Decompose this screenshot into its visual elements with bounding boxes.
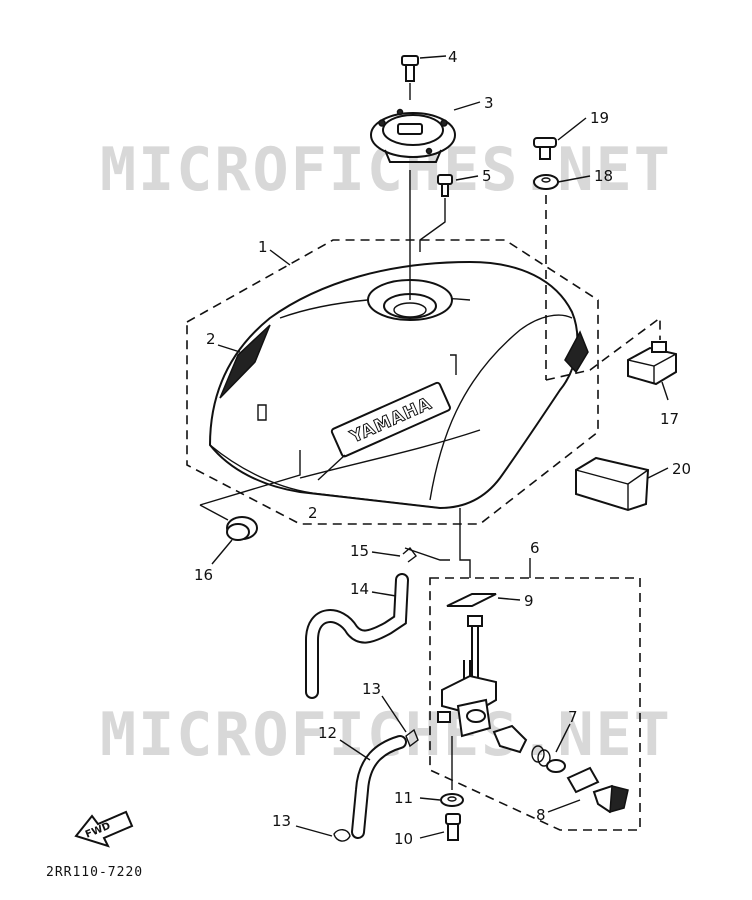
fuel-cock — [437, 615, 497, 790]
callout-2-lower: 2 — [308, 504, 318, 522]
callout-6: 6 — [530, 539, 540, 557]
callout-15: 15 — [350, 542, 369, 560]
callout-20: 20 — [672, 460, 691, 478]
bolt-10 — [445, 813, 461, 841]
bracket-17 — [627, 341, 677, 386]
hose-12 — [351, 735, 407, 839]
tank-assembly-outline — [186, 239, 599, 525]
callout-11: 11 — [394, 789, 413, 807]
callout-8: 8 — [536, 806, 546, 824]
callout-7: 7 — [568, 708, 578, 726]
filler-cap — [370, 108, 456, 163]
clip-15 — [402, 546, 417, 563]
hose-14 — [305, 573, 409, 699]
callout-19: 19 — [590, 109, 609, 127]
gasket-9 — [446, 593, 497, 607]
lever-parts — [492, 724, 629, 814]
fuel-tank: YAMAHA — [208, 260, 589, 510]
callout-2-upper: 2 — [206, 330, 216, 348]
callout-10: 10 — [394, 830, 413, 848]
washer-18 — [533, 174, 559, 190]
callout-4: 4 — [448, 48, 458, 66]
clip-13-lower — [333, 829, 351, 842]
damper-19 — [533, 137, 557, 160]
callout-5: 5 — [482, 167, 492, 185]
clip-13-upper — [405, 728, 419, 748]
leader-lines — [211, 55, 669, 839]
callout-1: 1 — [258, 238, 268, 256]
callout-17: 17 — [660, 410, 679, 428]
yamaha-emblem — [330, 381, 451, 458]
diagram-code: 2RR110-7220 — [46, 865, 143, 880]
callout-18: 18 — [594, 167, 613, 185]
callout-13-lower: 13 — [272, 812, 291, 830]
fuel-cock-assembly-outline — [429, 577, 641, 831]
callout-16: 16 — [194, 566, 213, 584]
callout-12: 12 — [318, 724, 337, 742]
watermark-bottom: MICROFICHES.NET — [100, 700, 672, 770]
damper-16 — [226, 516, 258, 541]
pad-20 — [575, 456, 650, 512]
callout-13-upper: 13 — [362, 680, 381, 698]
bolt-4 — [401, 55, 419, 82]
callouts: 1 2 2 3 4 5 6 7 8 9 10 11 12 13 13 14 15… — [194, 48, 691, 848]
callout-14: 14 — [350, 580, 369, 598]
screw-5 — [437, 174, 453, 197]
fwd-arrow: FWD — [74, 810, 134, 848]
callout-3: 3 — [484, 94, 494, 112]
callout-9: 9 — [524, 592, 534, 610]
washer-11 — [440, 793, 464, 807]
